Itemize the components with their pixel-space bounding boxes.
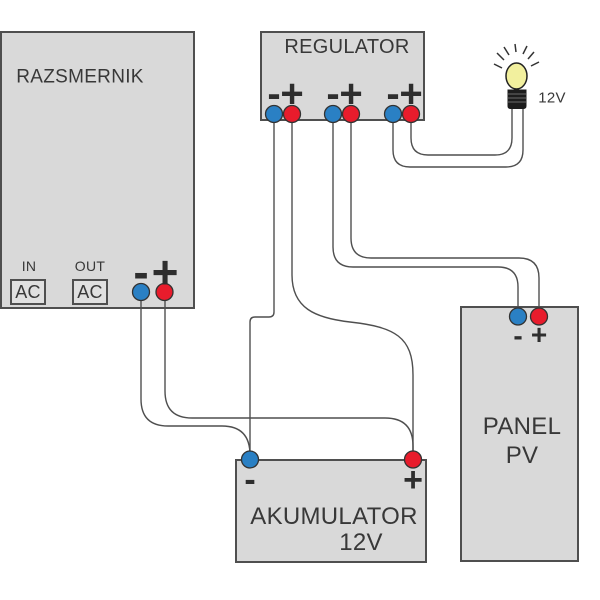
battery-box bbox=[235, 459, 427, 563]
bulb-icon bbox=[493, 43, 540, 109]
regulator-terminal-3-pos bbox=[401, 104, 421, 124]
inverter-minus-sign: - bbox=[133, 246, 149, 298]
wire-regulator2-pos-to-panel-pos bbox=[350, 113, 540, 317]
regulator-box bbox=[260, 31, 425, 121]
panel-box bbox=[460, 306, 579, 562]
battery-minus-sign: - bbox=[244, 461, 256, 499]
panel-title-line2: PV bbox=[505, 442, 539, 469]
wire-regulator3-pos-to-bulb bbox=[410, 107, 513, 156]
battery-terminal-neg bbox=[240, 450, 260, 469]
wire-inverter-pos-to-battery-pos bbox=[164, 291, 414, 460]
bulb-base-ridges bbox=[508, 93, 526, 103]
battery-plus-sign: + bbox=[403, 461, 423, 499]
bulb-voltage-label: 12V bbox=[538, 89, 566, 107]
inverter-in-label: IN bbox=[21, 258, 37, 274]
panel-title-line1: PANEL bbox=[482, 413, 562, 440]
inverter-ac-in-box bbox=[10, 279, 46, 305]
panel-terminal-neg bbox=[508, 307, 528, 326]
bulb-glass bbox=[505, 62, 528, 90]
regulator-terminal-1-pos bbox=[282, 104, 302, 124]
regulator-pair2-minus-sign: - bbox=[326, 72, 340, 116]
regulator-pair2-plus-sign: + bbox=[339, 72, 363, 116]
inverter-title: RAZSMERNIK bbox=[16, 66, 144, 88]
wire-inverter-neg-to-battery-neg bbox=[140, 291, 251, 460]
regulator-pair1-minus-sign: - bbox=[267, 72, 281, 116]
inverter-out-label: OUT bbox=[74, 258, 106, 274]
regulator-pair1-plus-sign: + bbox=[280, 72, 304, 116]
inverter-plus-sign: + bbox=[151, 246, 179, 298]
inverter-ac-out-label: AC bbox=[77, 282, 103, 302]
regulator-pair3-plus-sign: + bbox=[399, 72, 423, 116]
inverter-terminal-neg bbox=[131, 282, 151, 302]
battery-voltage-label: 12V bbox=[339, 529, 383, 556]
wire-regulator3-neg-to-bulb bbox=[392, 107, 524, 168]
bulb-rays bbox=[493, 43, 540, 69]
panel-terminal-pos bbox=[529, 307, 549, 326]
bulb-base bbox=[507, 89, 527, 109]
panel-minus-sign: - bbox=[513, 320, 523, 351]
battery-title: AKUMULATOR bbox=[250, 503, 418, 530]
regulator-terminal-2-pos bbox=[341, 104, 361, 124]
inverter-terminal-pos bbox=[155, 282, 174, 302]
regulator-terminal-1-neg bbox=[264, 104, 284, 124]
wire-regulator1-neg-to-battery-neg bbox=[249, 113, 275, 460]
inverter-box bbox=[0, 31, 195, 309]
battery-terminal-pos bbox=[403, 450, 423, 469]
regulator-terminal-2-neg bbox=[323, 104, 343, 124]
regulator-terminal-3-neg bbox=[383, 104, 403, 124]
regulator-title: REGULATOR bbox=[284, 36, 410, 58]
inverter-ac-out-box bbox=[72, 279, 108, 305]
panel-plus-sign: + bbox=[530, 319, 548, 350]
wire-regulator1-pos-to-battery-pos bbox=[291, 113, 414, 460]
inverter-ac-in-label: AC bbox=[15, 282, 41, 302]
wire-regulator2-neg-to-panel-neg bbox=[332, 113, 519, 317]
regulator-pair3-minus-sign: - bbox=[386, 72, 400, 116]
